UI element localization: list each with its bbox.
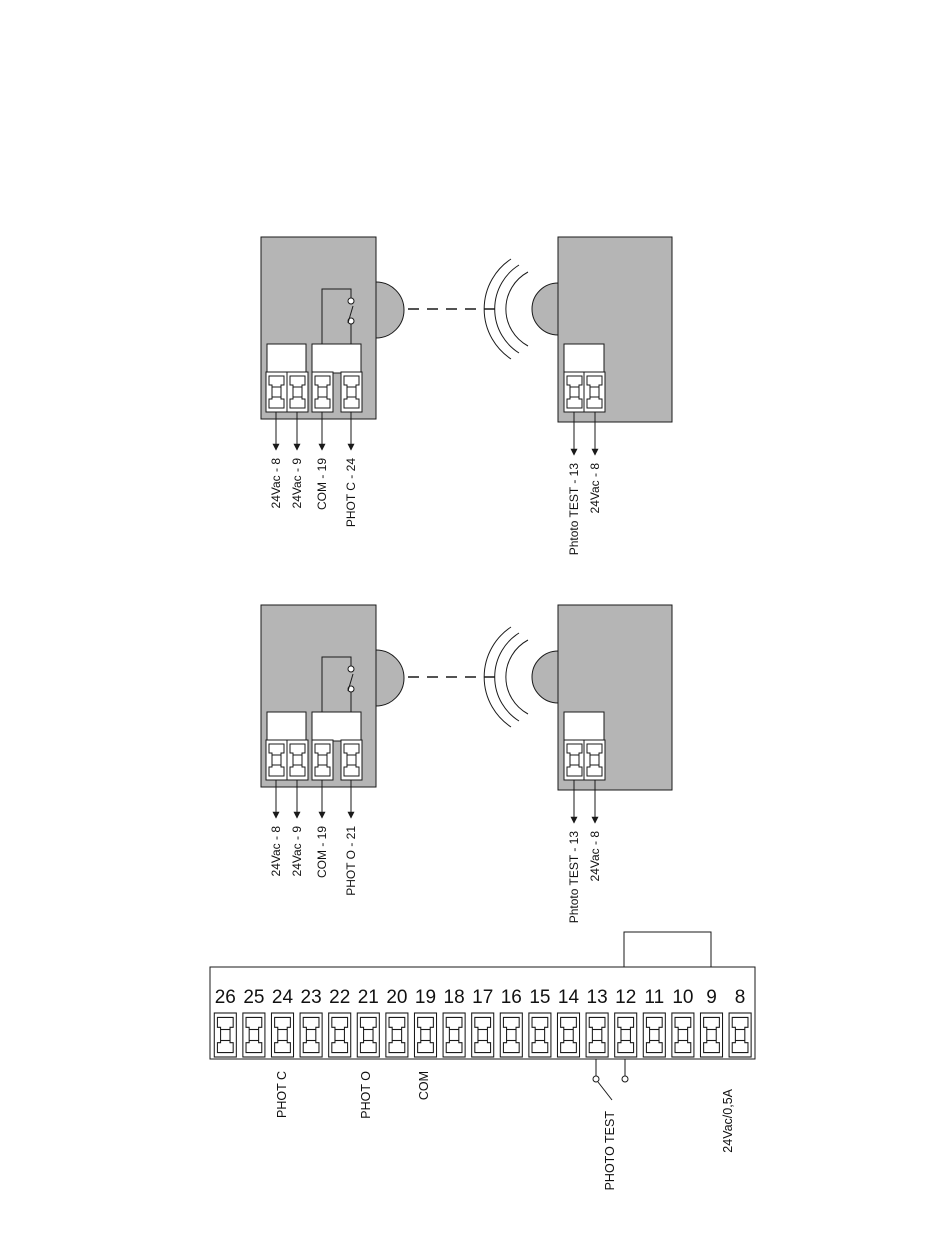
- terminal-number: 26: [215, 987, 236, 1008]
- board-terminal-11: [643, 1013, 665, 1057]
- wire-label: PHOT O - 21: [344, 826, 358, 896]
- board-terminal-21: [357, 1013, 379, 1057]
- terminal-block: [312, 372, 333, 412]
- board-terminal-16: [500, 1013, 522, 1057]
- wire-label: 24Vac - 8: [269, 458, 283, 509]
- wire-label: 24Vac - 8: [588, 463, 602, 514]
- board-terminal-9: [700, 1013, 722, 1057]
- wire-label: 24Vac - 8: [269, 826, 283, 877]
- board-terminal-22: [329, 1013, 351, 1057]
- wire-label: 24Vac - 8: [588, 831, 602, 882]
- wire-label: 24Vac - 9: [290, 826, 304, 877]
- terminal-block: [584, 740, 605, 780]
- terminal-number: 16: [501, 987, 522, 1008]
- board-terminal-10: [672, 1013, 694, 1057]
- terminal-number: 25: [243, 987, 264, 1008]
- wire-label: PHOT C - 24: [344, 458, 358, 527]
- terminal-number: 14: [558, 987, 580, 1008]
- board-terminal-23: [300, 1013, 322, 1057]
- wire-label: Phtoto TEST - 13: [567, 831, 581, 924]
- terminal-block: [341, 372, 362, 412]
- board-terminal-24: [271, 1013, 293, 1057]
- terminal-number: 12: [615, 987, 636, 1008]
- board-terminal-20: [386, 1013, 408, 1057]
- terminal-block: [266, 372, 287, 412]
- terminal-number: 9: [706, 987, 717, 1008]
- phot-o-label: PHOT O: [359, 1071, 373, 1119]
- transmitter-closing: 24Vac - 8 24Vac - 9 COM - 19 PHOT C - 24: [261, 237, 404, 527]
- power-label: 24Vac/0,5A: [721, 1088, 735, 1152]
- terminal-block: [287, 372, 308, 412]
- terminal-number: 17: [472, 987, 493, 1008]
- com-label: COM: [417, 1071, 431, 1100]
- photocell-closing: 24Vac - 8 24Vac - 9 COM - 19 PHOT C - 24…: [261, 237, 672, 555]
- photocell-opening: 24Vac - 8 24Vac - 9 COM - 19 PHOT O - 21…: [261, 605, 672, 923]
- board-terminal-13: [586, 1013, 608, 1057]
- terminal-number: 22: [329, 987, 350, 1008]
- terminal-number: 10: [672, 987, 693, 1008]
- terminal-number: 18: [444, 987, 465, 1008]
- terminal-number: 19: [415, 987, 436, 1008]
- receiver-opening: Phtoto TEST - 13 24Vac - 8: [484, 605, 672, 923]
- terminal-block: [287, 740, 308, 780]
- wire-label: COM - 19: [315, 826, 329, 878]
- terminal-number: 11: [644, 987, 664, 1008]
- terminal-number: 13: [587, 987, 608, 1008]
- terminal-block: [266, 740, 287, 780]
- board-terminal-25: [243, 1013, 265, 1057]
- board-terminal-15: [529, 1013, 551, 1057]
- phot-c-label: PHOT C: [275, 1071, 289, 1118]
- board-terminal-17: [472, 1013, 494, 1057]
- board-terminal-8: [729, 1013, 751, 1057]
- wire-label: COM - 19: [315, 458, 329, 510]
- receiver-closing: Phtoto TEST - 13 24Vac - 8: [484, 237, 672, 555]
- terminal-number: 20: [386, 987, 407, 1008]
- terminal-number: 23: [301, 987, 322, 1008]
- terminal-number: 24: [272, 987, 294, 1008]
- terminal-number: 15: [529, 987, 550, 1008]
- board-terminal-12: [615, 1013, 637, 1057]
- transmitter-opening: 24Vac - 8 24Vac - 9 COM - 19 PHOT O - 21: [261, 605, 404, 896]
- photo-test-label: PHOTO TEST: [603, 1111, 617, 1191]
- terminal-block: [584, 372, 605, 412]
- board-terminal-14: [557, 1013, 579, 1057]
- jumper-wire: [624, 932, 711, 967]
- terminal-block: [564, 372, 585, 412]
- wire-label: 24Vac - 9: [290, 458, 304, 509]
- board-terminal-18: [443, 1013, 465, 1057]
- terminal-number: 21: [358, 987, 379, 1008]
- terminal-number: 8: [735, 987, 746, 1008]
- photo-test-switch: [598, 1082, 612, 1100]
- terminal-block: [341, 740, 362, 780]
- terminal-block: [564, 740, 585, 780]
- board-terminal-26: [214, 1013, 236, 1057]
- terminal-block: [312, 740, 333, 780]
- board-terminal-19: [414, 1013, 436, 1057]
- wire-label: Phtoto TEST - 13: [567, 463, 581, 556]
